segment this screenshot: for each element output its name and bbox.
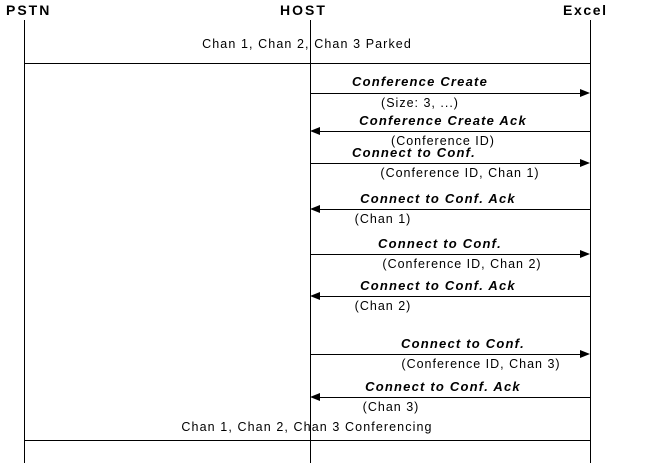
- lifeline-host: [310, 20, 311, 463]
- message-line-conference-create-ack: [318, 131, 590, 132]
- message-param-connect-to-conf-ack-chan2: (Chan 2): [354, 299, 412, 313]
- message-param-conference-create-ack: (Conference ID): [391, 134, 495, 148]
- span-line-parked: [24, 63, 591, 64]
- arrow-head-left-conference-create-ack: [310, 127, 320, 135]
- message-param-conference-create: (Size: 3, ...): [381, 96, 459, 110]
- message-param-connect-to-conf-chan1: (Conference ID, Chan 1): [380, 166, 540, 180]
- arrow-head-right-connect-to-conf-chan3: [580, 350, 590, 358]
- message-param-connect-to-conf-ack-chan3: (Chan 3): [362, 400, 420, 414]
- actor-label-pstn: PSTN: [6, 2, 52, 18]
- span-label-conferencing: Chan 1, Chan 2, Chan 3 Conferencing: [181, 420, 433, 434]
- lifeline-pstn: [24, 20, 25, 463]
- arrow-head-left-connect-to-conf-ack-chan3: [310, 393, 320, 401]
- arrow-head-left-connect-to-conf-ack-chan2: [310, 292, 320, 300]
- message-label-connect-to-conf-ack-chan2: Connect to Conf. Ack: [360, 278, 516, 293]
- message-label-conference-create: Conference Create: [352, 74, 488, 89]
- message-label-connect-to-conf-ack-chan1: Connect to Conf. Ack: [360, 191, 516, 206]
- arrow-head-right-connect-to-conf-chan1: [580, 159, 590, 167]
- message-label-connect-to-conf-ack-chan3: Connect to Conf. Ack: [365, 379, 521, 394]
- arrow-head-left-connect-to-conf-ack-chan1: [310, 205, 320, 213]
- span-line-conferencing: [24, 440, 591, 441]
- arrow-head-right-connect-to-conf-chan2: [580, 250, 590, 258]
- message-line-connect-to-conf-chan2: [310, 254, 582, 255]
- actor-label-excel: Excel: [563, 2, 608, 18]
- actor-label-host: HOST: [280, 2, 327, 18]
- message-line-connect-to-conf-ack-chan2: [318, 296, 590, 297]
- message-param-connect-to-conf-chan3: (Conference ID, Chan 3): [401, 357, 561, 371]
- message-line-connect-to-conf-ack-chan3: [318, 397, 590, 398]
- message-label-connect-to-conf-chan2: Connect to Conf.: [378, 236, 502, 251]
- message-line-connect-to-conf-chan3: [310, 354, 582, 355]
- lifeline-excel: [590, 20, 591, 463]
- message-label-conference-create-ack: Conference Create Ack: [359, 113, 527, 128]
- message-line-conference-create: [310, 93, 582, 94]
- message-label-connect-to-conf-chan1: Connect to Conf.: [352, 145, 476, 160]
- span-label-parked: Chan 1, Chan 2, Chan 3 Parked: [202, 37, 412, 51]
- message-line-connect-to-conf-ack-chan1: [318, 209, 590, 210]
- message-param-connect-to-conf-ack-chan1: (Chan 1): [354, 212, 412, 226]
- message-line-connect-to-conf-chan1: [310, 163, 582, 164]
- message-param-connect-to-conf-chan2: (Conference ID, Chan 2): [382, 257, 542, 271]
- message-label-connect-to-conf-chan3: Connect to Conf.: [401, 336, 525, 351]
- arrow-head-right-conference-create: [580, 89, 590, 97]
